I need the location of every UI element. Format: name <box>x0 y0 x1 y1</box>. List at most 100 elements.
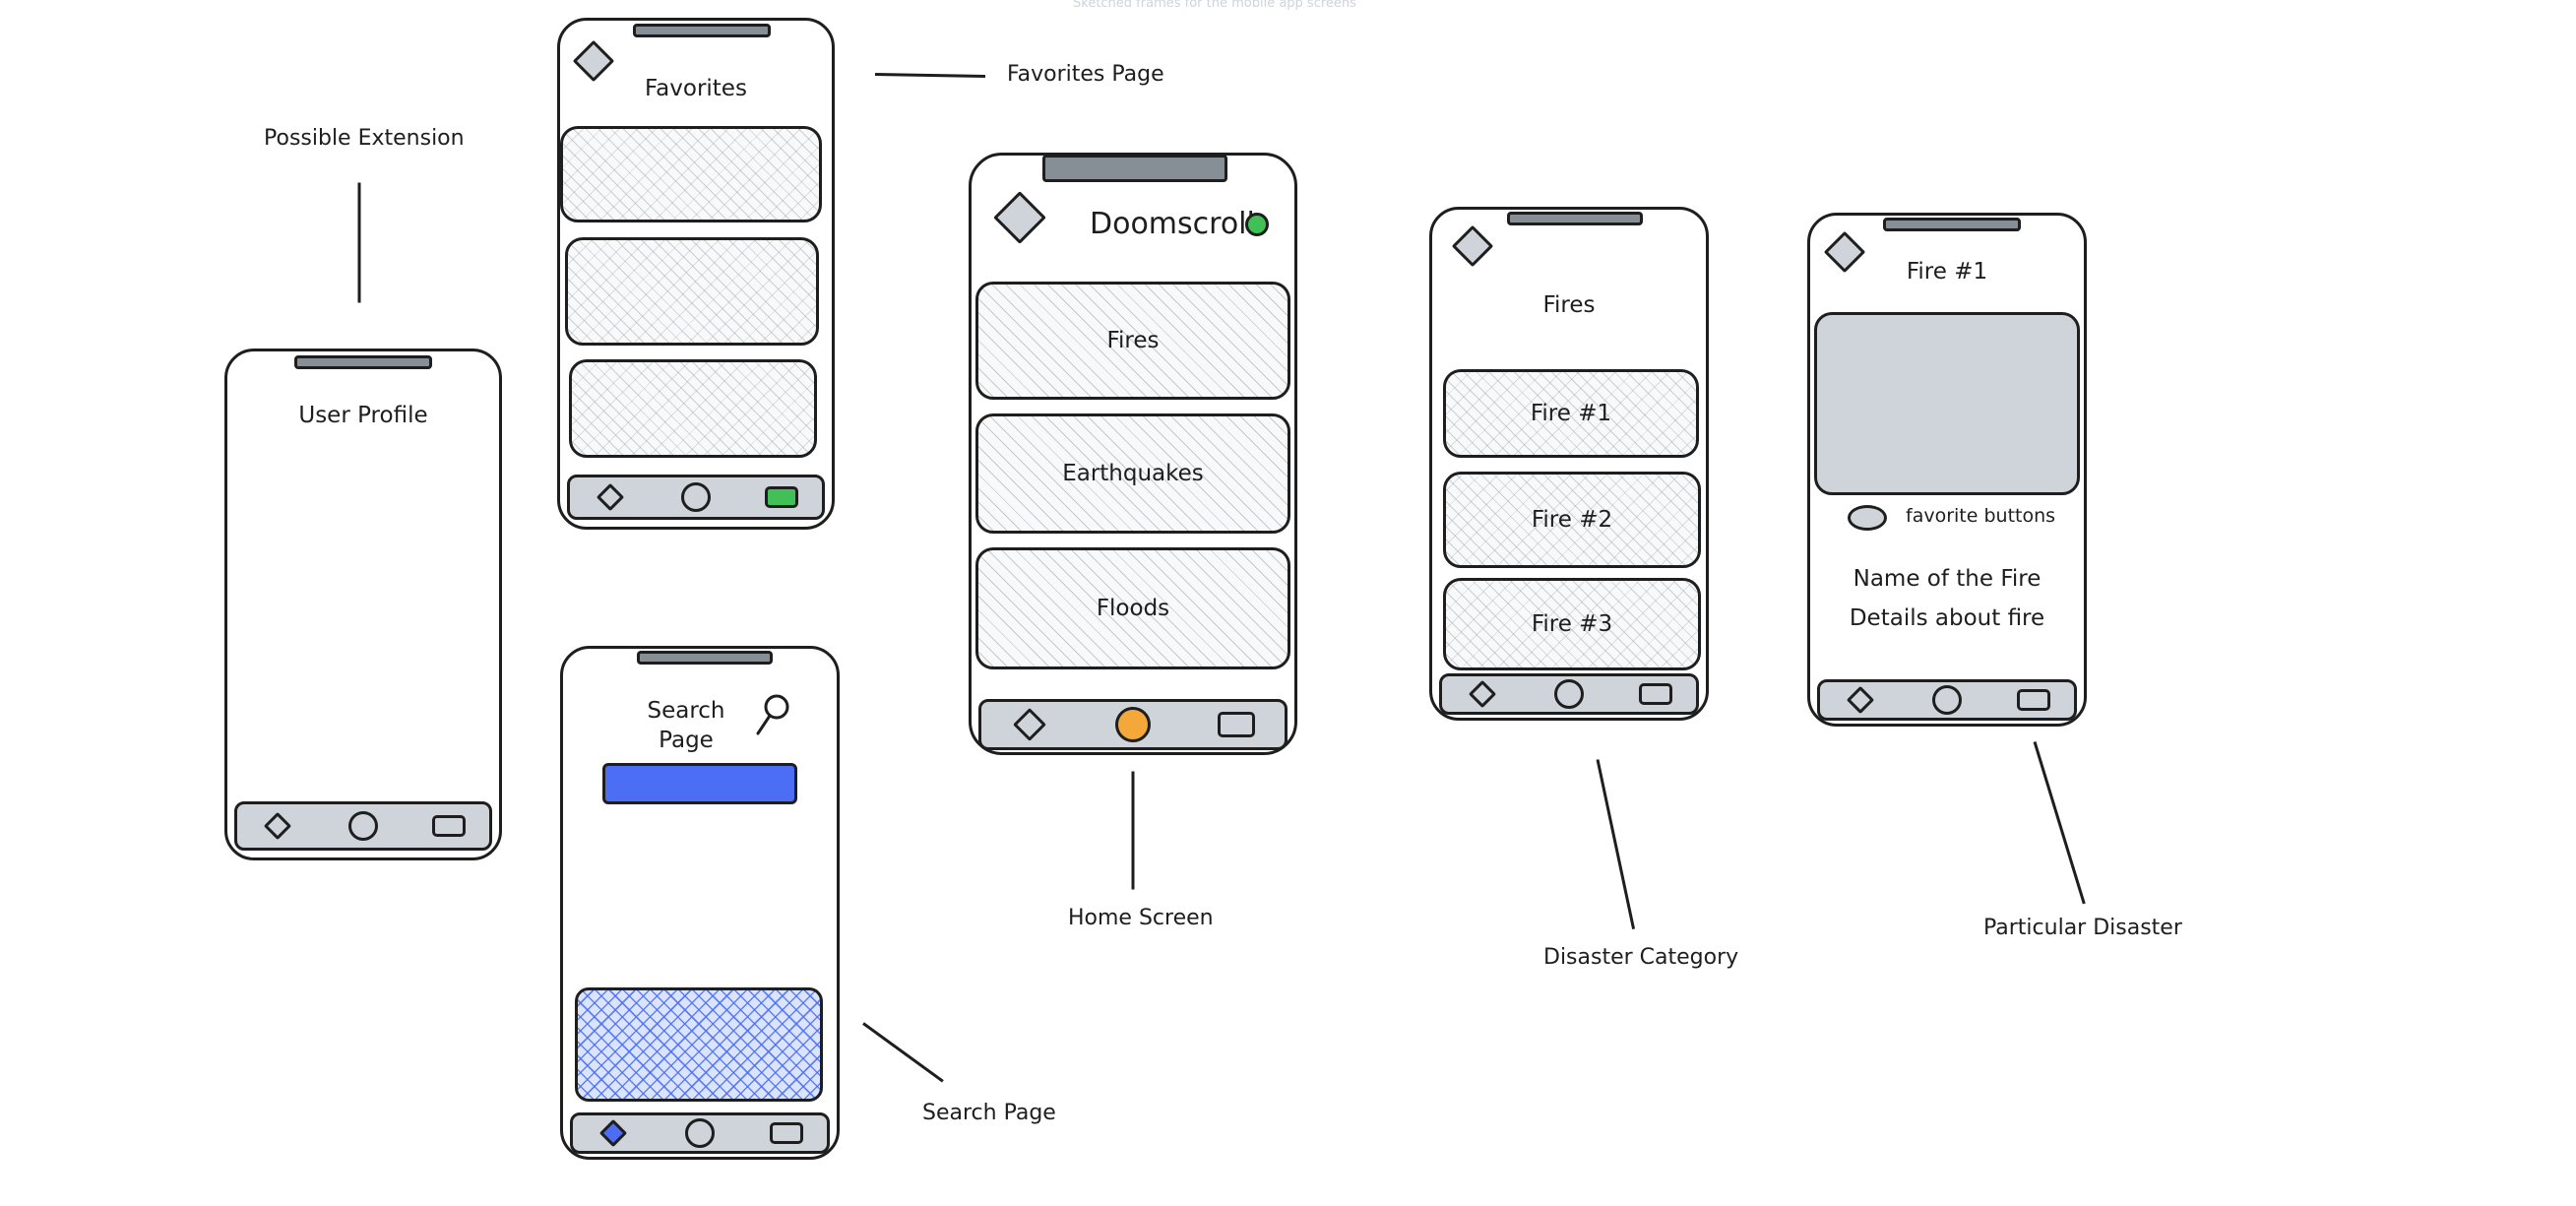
square-icon <box>765 486 799 508</box>
nav-home-button[interactable] <box>1847 685 1875 715</box>
app-title: Doomscroll <box>1090 207 1255 241</box>
square-icon <box>1217 712 1255 737</box>
connector-particular-disaster <box>2033 741 2086 905</box>
nav-right-button[interactable] <box>432 815 467 837</box>
bottom-nav <box>570 1112 830 1154</box>
card-label: Fire #2 <box>1531 507 1613 533</box>
nav-center-button[interactable] <box>1932 685 1962 715</box>
disaster-card[interactable]: Fire #2 <box>1443 472 1701 568</box>
phone-notch <box>633 24 771 37</box>
phone-search: Search Page <box>560 646 840 1160</box>
bottom-nav <box>234 801 492 851</box>
bottom-nav <box>567 475 825 520</box>
diamond-icon <box>263 811 292 841</box>
nav-home-button[interactable] <box>599 1118 628 1148</box>
page-title: Fire #1 <box>1906 259 1988 285</box>
profile-button[interactable] <box>1245 213 1269 236</box>
page-title-line: Page <box>659 728 714 753</box>
diamond-icon <box>993 191 1046 244</box>
phone-home: Doomscroll Fires Earthquakes Floods <box>969 153 1297 755</box>
nav-favorites-button[interactable] <box>765 486 799 508</box>
nav-center-button[interactable] <box>681 482 711 512</box>
annotation-favorites-page: Favorites Page <box>1007 62 1164 87</box>
card-label: Fire #3 <box>1531 611 1613 637</box>
favorite-card[interactable] <box>565 237 819 346</box>
connector-disaster-category <box>1596 759 1636 929</box>
phone-detail: Fire #1 favorite buttons Name of the Fir… <box>1807 213 2087 727</box>
magnifier-icon <box>756 694 789 735</box>
page-title: Favorites <box>645 76 747 101</box>
image-placeholder <box>1814 312 2080 495</box>
card-label: Earthquakes <box>1062 461 1204 486</box>
phone-notch <box>1507 212 1643 225</box>
nav-right-button[interactable] <box>1638 683 1672 705</box>
bottom-nav <box>978 699 1288 750</box>
connector-home-screen <box>1131 771 1135 890</box>
back-button[interactable] <box>993 191 1046 244</box>
search-input[interactable] <box>602 763 797 804</box>
disaster-details: Details about fire <box>1849 605 2045 631</box>
diamond-icon <box>1469 679 1497 709</box>
back-button[interactable] <box>572 39 615 83</box>
diamond-icon <box>596 482 625 512</box>
disaster-card[interactable]: Fire #3 <box>1443 578 1701 670</box>
back-button[interactable] <box>1451 224 1494 268</box>
card-label: Floods <box>1096 596 1170 621</box>
annotation-possible-extension: Possible Extension <box>264 126 465 151</box>
page-title-line: Search <box>647 698 725 724</box>
nav-home-button[interactable] <box>1013 708 1047 741</box>
nav-right-button[interactable] <box>1217 712 1255 737</box>
circle-icon <box>1115 707 1151 742</box>
nav-right-button[interactable] <box>2016 689 2050 711</box>
phone-category: Fires Fire #1 Fire #2 Fire #3 <box>1429 207 1709 721</box>
diamond-icon <box>1847 685 1875 715</box>
search-button[interactable] <box>752 692 791 737</box>
disaster-name: Name of the Fire <box>1853 566 2042 592</box>
nav-center-button[interactable] <box>685 1118 715 1148</box>
card-label: Fires <box>1106 328 1160 353</box>
diamond-icon <box>1013 708 1047 741</box>
nav-center-button[interactable] <box>1554 679 1584 709</box>
top-caption: Sketched frames for the mobile app scree… <box>1073 0 1356 11</box>
phone-notch <box>294 355 432 369</box>
favorite-card[interactable] <box>569 359 817 458</box>
diamond-icon <box>599 1118 628 1148</box>
phone-notch <box>1883 218 2021 231</box>
bottom-nav <box>1817 679 2077 721</box>
page-title: Search Page <box>632 696 740 755</box>
square-icon <box>1638 683 1672 705</box>
nav-center-button[interactable] <box>348 811 378 841</box>
nav-home-button[interactable] <box>263 811 292 841</box>
annotation-particular-disaster: Particular Disaster <box>1983 916 2182 940</box>
category-card-fires[interactable]: Fires <box>975 282 1290 400</box>
annotation-search-page: Search Page <box>922 1101 1056 1125</box>
page-title: User Profile <box>298 403 428 428</box>
annotation-disaster-category: Disaster Category <box>1543 945 1739 970</box>
phone-favorites: Favorites <box>557 18 835 530</box>
nav-center-button[interactable] <box>1115 707 1151 742</box>
category-card-earthquakes[interactable]: Earthquakes <box>975 413 1290 534</box>
page-title: Fires <box>1542 292 1596 318</box>
circle-icon <box>348 811 378 841</box>
circle-icon <box>1554 679 1584 709</box>
square-icon <box>432 815 467 837</box>
circle-icon <box>685 1118 715 1148</box>
phone-notch <box>637 651 773 665</box>
diamond-icon <box>1451 224 1494 268</box>
search-result-card[interactable] <box>575 987 823 1102</box>
circle-icon <box>681 482 711 512</box>
connector-possible-extension <box>357 182 361 303</box>
nav-home-button[interactable] <box>596 482 625 512</box>
phone-notch <box>1042 155 1227 182</box>
disaster-card[interactable]: Fire #1 <box>1443 369 1699 458</box>
category-card-floods[interactable]: Floods <box>975 547 1290 669</box>
nav-home-button[interactable] <box>1469 679 1497 709</box>
favorite-card[interactable] <box>560 126 822 222</box>
circle-icon <box>1932 685 1962 715</box>
square-icon <box>769 1122 803 1144</box>
nav-right-button[interactable] <box>769 1122 803 1144</box>
annotation-home-screen: Home Screen <box>1068 906 1214 930</box>
favorite-button[interactable] <box>1848 505 1887 531</box>
connector-favorites-page <box>874 73 986 78</box>
connector-search-page <box>862 1022 944 1083</box>
